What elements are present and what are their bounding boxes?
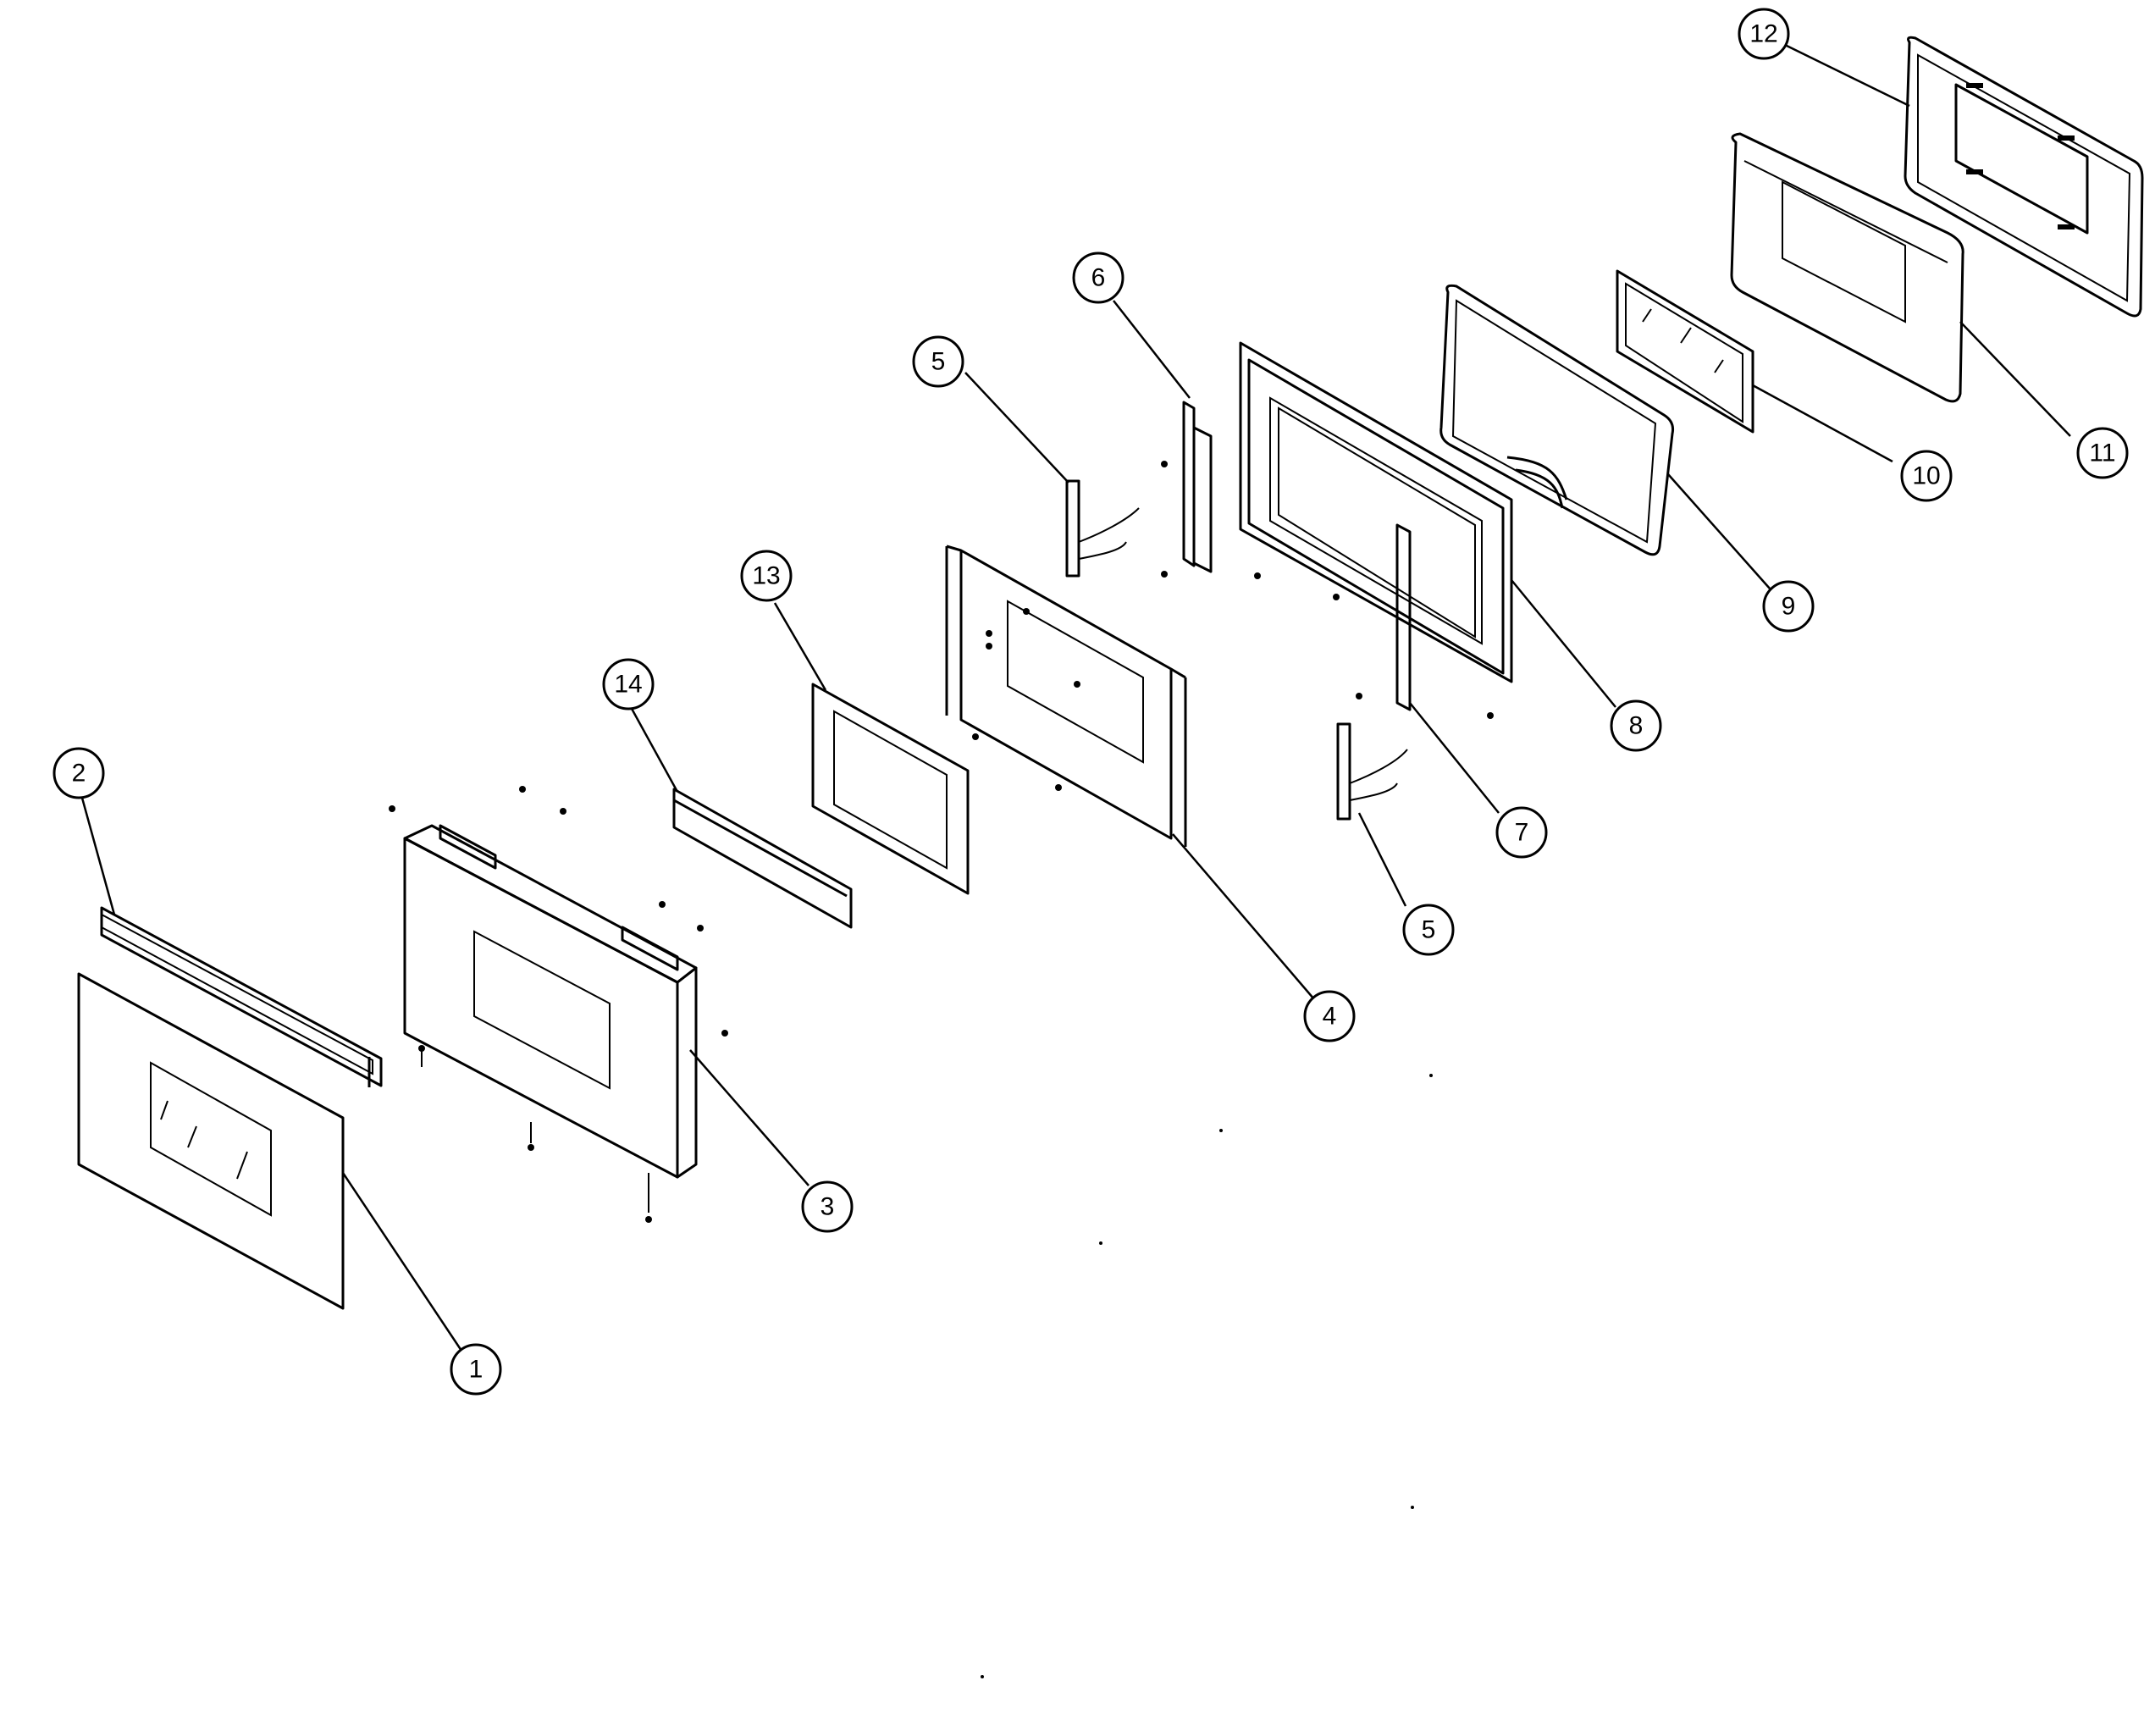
svg-text:5: 5 xyxy=(1422,916,1436,944)
part-3-inner-door-frame xyxy=(389,786,728,1223)
leader-9 xyxy=(1667,473,1771,589)
callout-13: 13 xyxy=(740,550,793,602)
part-11-outer-liner xyxy=(1730,132,1964,403)
part-5-hinge-upper xyxy=(1065,479,1140,578)
leader-5-lower xyxy=(1357,812,1407,907)
scan-specks xyxy=(981,1074,1433,1678)
callouts: 1 2 3 4 5 5 6 7 xyxy=(52,8,2129,1396)
part-13-gasket-panel xyxy=(811,683,970,895)
leader-12 xyxy=(1784,43,1910,108)
leader-3 xyxy=(689,1049,810,1186)
leader-6 xyxy=(1113,300,1191,399)
callout-6: 6 xyxy=(1072,252,1124,304)
leader-7 xyxy=(1409,702,1500,814)
part-6-hinge-bracket xyxy=(1161,401,1213,578)
svg-text:2: 2 xyxy=(72,760,86,788)
leader-2 xyxy=(79,791,116,915)
svg-text:4: 4 xyxy=(1323,1003,1337,1031)
leader-5-upper xyxy=(964,372,1069,484)
svg-text:14: 14 xyxy=(614,671,642,699)
svg-text:8: 8 xyxy=(1629,712,1644,740)
callout-1: 1 xyxy=(450,1343,502,1396)
leader-14 xyxy=(629,706,679,793)
part-1-outer-door-panel xyxy=(77,972,345,1310)
callout-3: 3 xyxy=(801,1180,854,1233)
part-8-door-back-frame xyxy=(1239,341,1513,719)
part-10-window-glass xyxy=(1616,269,1754,434)
svg-text:10: 10 xyxy=(1912,462,1940,490)
svg-text:5: 5 xyxy=(931,348,946,376)
svg-text:1: 1 xyxy=(469,1356,483,1384)
part-14-insulation-strip xyxy=(672,788,853,929)
leader-11 xyxy=(1959,321,2071,437)
callout-5-upper: 5 xyxy=(912,335,964,388)
leader-lines xyxy=(79,43,2071,1352)
svg-text:7: 7 xyxy=(1515,819,1529,847)
svg-text:13: 13 xyxy=(752,562,780,590)
callout-8: 8 xyxy=(1610,699,1662,752)
part-4-inner-door-liner xyxy=(945,545,1187,847)
part-9-door-gasket xyxy=(1439,284,1674,556)
callout-10: 10 xyxy=(1900,450,1953,502)
callout-14: 14 xyxy=(602,658,655,710)
part-12-mounting-frame xyxy=(1904,36,2144,318)
callout-9: 9 xyxy=(1762,580,1815,633)
part-7-hinge-channel xyxy=(1356,523,1412,711)
leader-4 xyxy=(1172,833,1315,1000)
part-2-top-trim xyxy=(100,906,383,1087)
svg-text:11: 11 xyxy=(2089,440,2115,467)
leader-1 xyxy=(341,1172,463,1352)
leader-8 xyxy=(1511,579,1616,708)
svg-text:3: 3 xyxy=(821,1193,835,1221)
svg-text:6: 6 xyxy=(1091,264,1106,292)
leader-13 xyxy=(773,602,827,691)
svg-text:9: 9 xyxy=(1782,593,1796,621)
part-5-hinge-lower xyxy=(1336,722,1408,821)
callout-5-lower: 5 xyxy=(1402,904,1455,956)
svg-text:12: 12 xyxy=(1749,20,1777,48)
callout-12: 12 xyxy=(1738,8,1790,60)
callout-2: 2 xyxy=(52,747,105,799)
leader-10 xyxy=(1752,384,1893,463)
callout-7: 7 xyxy=(1495,806,1548,859)
callout-4: 4 xyxy=(1303,990,1356,1042)
callout-11: 11 xyxy=(2076,427,2129,479)
